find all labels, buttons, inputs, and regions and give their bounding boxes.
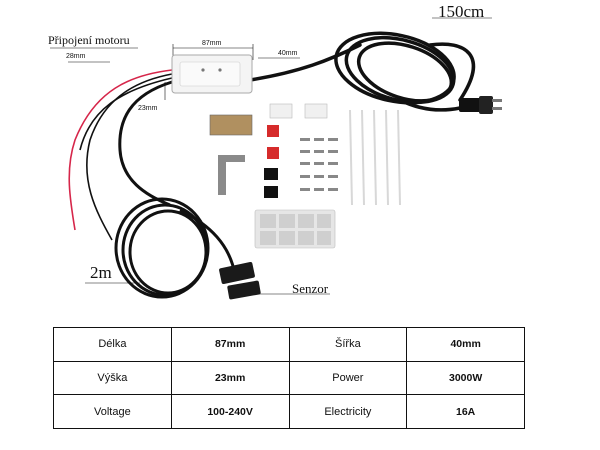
power-cable-length-label: 150cm [438, 2, 485, 21]
spec-value-cell: 3000W [406, 360, 525, 396]
bracket-icon [209, 114, 253, 195]
sensor-cable-length-label: 2m [90, 263, 112, 282]
spec-value-cell: 100-240V [170, 394, 290, 429]
screw-icon [300, 138, 338, 191]
product-figure: Připojení motoru 150cm 2m Senzor 87mm 40… [48, 2, 502, 300]
width-dimension-label: 40mm [278, 50, 298, 57]
spec-label-cell: Electricity [288, 394, 408, 429]
cable-tie-icon [349, 109, 401, 206]
power-plug-icon [459, 96, 502, 114]
spec-label-cell: Výška [53, 360, 172, 396]
spec-label-cell: Voltage [53, 394, 172, 429]
motor-connection-label: Připojení motoru [48, 33, 130, 47]
cable-clip-icon [269, 103, 328, 119]
spec-label-cell: Šířka [288, 327, 408, 362]
spec-value-cell: 40mm [406, 327, 525, 362]
magnetic-sensor-icon [219, 262, 261, 300]
spec-value-cell: 87mm [170, 327, 290, 362]
power-cable [248, 31, 475, 112]
spec-label-cell: Power [288, 360, 408, 396]
product-illustration [50, 17, 502, 300]
small-parts [264, 125, 279, 198]
length-dimension-label: 87mm [202, 40, 222, 47]
spec-label-cell: Délka [53, 327, 172, 362]
sensor-cable [114, 80, 237, 299]
adhesive-pad-icon [254, 209, 336, 249]
spec-value-cell: 23mm [170, 360, 290, 396]
lead-dimension-label: 28mm [66, 53, 86, 60]
sensor-label: Senzor [292, 281, 329, 296]
relay-module-icon [171, 54, 253, 94]
height-dimension-label: 23mm [138, 105, 158, 112]
spec-value-cell: 16A [406, 394, 525, 429]
motor-wires [68, 69, 173, 241]
